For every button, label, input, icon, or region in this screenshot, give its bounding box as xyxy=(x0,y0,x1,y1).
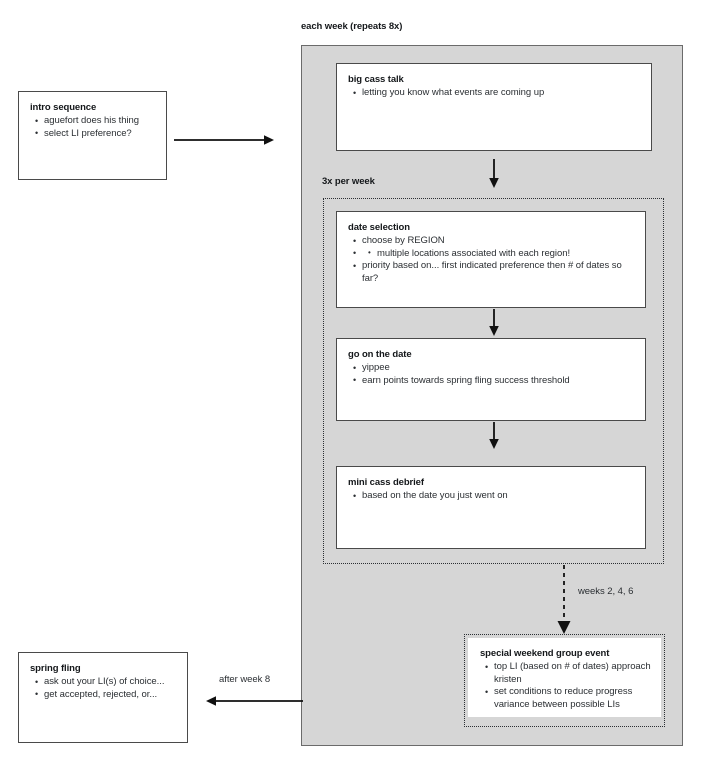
group-special-weekend-wrapper xyxy=(464,634,665,727)
node-go-on-the-date[interactable]: go on the date yippee earn points toward… xyxy=(336,338,646,421)
edge-intro-to-each-week xyxy=(172,128,276,157)
list-item: aguefort does his thing xyxy=(35,115,155,128)
list-item: priority based on... first indicated pre… xyxy=(353,260,634,285)
node-title: big cass talk xyxy=(348,74,404,85)
node-title: go on the date xyxy=(348,349,412,360)
list-item: based on the date you just went on xyxy=(353,490,634,503)
node-bullet-list: aguefort does his thing select LI prefer… xyxy=(30,115,155,140)
node-title: mini cass debrief xyxy=(348,477,424,488)
list-item: letting you know what events are coming … xyxy=(353,87,640,100)
node-title: date selection xyxy=(348,222,410,233)
node-big-cass-talk[interactable]: big cass talk letting you know what even… xyxy=(336,63,652,151)
node-bullet-list: based on the date you just went on xyxy=(348,490,634,503)
group-3x-per-week xyxy=(323,198,664,564)
arrow-down-dashed-icon xyxy=(557,565,571,634)
node-bullet-list: choose by REGION multiple locations asso… xyxy=(348,235,634,285)
arrow-left-icon xyxy=(206,696,303,706)
edge-label-weeks-246: weeks 2, 4, 6 xyxy=(578,586,634,597)
arrow-down-icon xyxy=(489,309,499,336)
node-title: spring fling xyxy=(30,663,81,674)
group-label-3x-per-week: 3x per week xyxy=(322,176,375,187)
node-mini-cass-debrief[interactable]: mini cass debrief based on the date you … xyxy=(336,466,646,549)
list-item: yippee xyxy=(353,362,634,375)
node-spring-fling[interactable]: spring fling ask out your LI(s) of choic… xyxy=(18,652,188,743)
arrow-down-icon xyxy=(489,422,499,449)
node-date-selection[interactable]: date selection choose by REGION multiple… xyxy=(336,211,646,308)
node-bullet-list: ask out your LI(s) of choice... get acce… xyxy=(30,676,176,701)
node-sub-bullet-list: multiple locations associated with each … xyxy=(362,247,634,261)
node-title: special weekend group event xyxy=(480,648,610,659)
arrow-down-icon xyxy=(489,159,499,188)
edge-date-selection-to-go-on-date xyxy=(482,308,506,343)
list-item: ask out your LI(s) of choice... xyxy=(35,676,176,689)
list-item: multiple locations associated with each … xyxy=(368,247,634,261)
nested-list-wrapper: multiple locations associated with each … xyxy=(353,247,634,261)
list-item: earn points towards spring fling success… xyxy=(353,374,634,388)
edge-after-week-8 xyxy=(205,690,305,717)
edge-label-after-week-8: after week 8 xyxy=(219,674,271,685)
edge-weeks-246 xyxy=(552,564,576,641)
arrow-right-icon xyxy=(174,135,274,145)
group-label-each-week: each week (repeats 8x) xyxy=(301,21,403,32)
node-title: intro sequence xyxy=(30,102,97,113)
list-item: get accepted, rejected, or... xyxy=(35,688,176,702)
list-item: choose by REGION xyxy=(353,235,634,248)
node-bullet-list: letting you know what events are coming … xyxy=(348,87,640,100)
node-bullet-list: yippee earn points towards spring fling … xyxy=(348,362,634,387)
node-bullet-list: top LI (based on # of dates) approach kr… xyxy=(480,660,651,711)
list-item: select LI preference? xyxy=(35,127,155,141)
edge-cass-to-date-selection xyxy=(482,158,506,195)
list-item: set conditions to reduce progress varian… xyxy=(485,686,651,711)
node-intro-sequence[interactable]: intro sequence aguefort does his thing s… xyxy=(18,91,167,180)
edge-go-on-date-to-debrief xyxy=(482,421,506,456)
list-item: top LI (based on # of dates) approach kr… xyxy=(485,660,651,686)
node-special-weekend-group-event[interactable]: special weekend group event top LI (base… xyxy=(468,638,661,717)
